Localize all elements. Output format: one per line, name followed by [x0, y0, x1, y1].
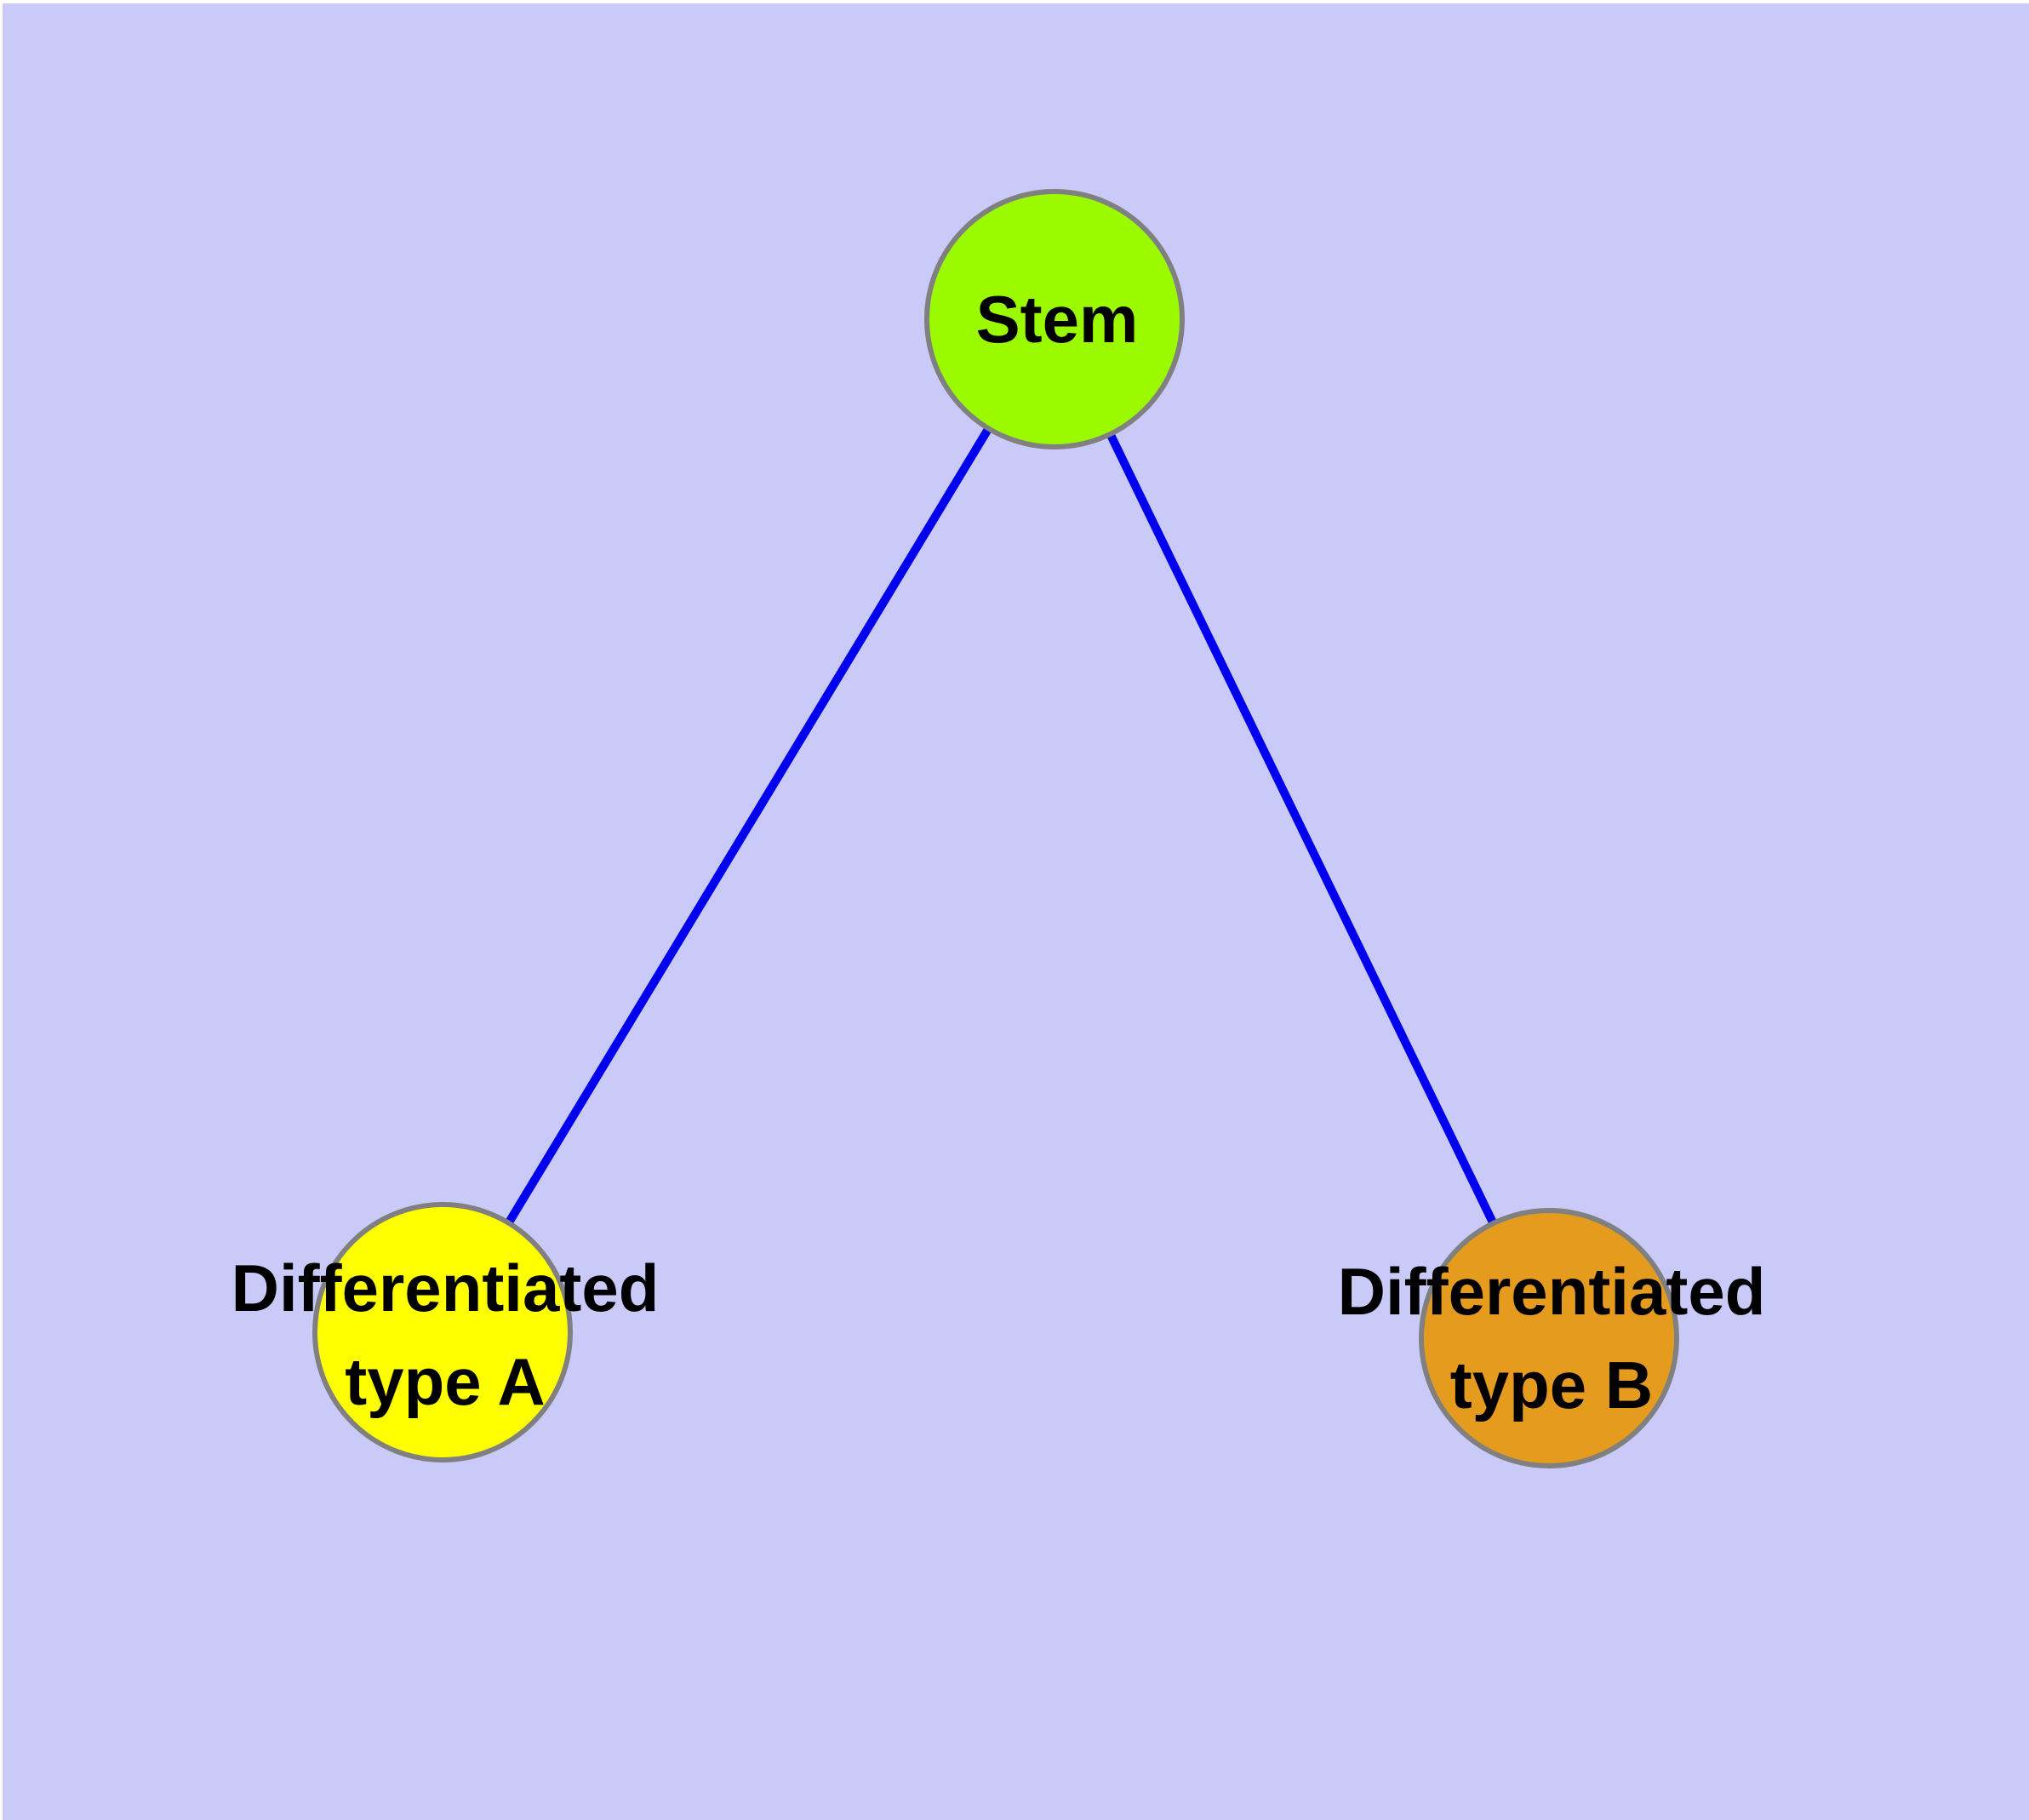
node-type-a-label: Differentiated type A [122, 1241, 769, 1428]
edge-layer [438, 317, 1553, 1341]
edge-stem-to-type-a [438, 317, 1059, 1335]
node-type-b-label: Differentiated type B [1228, 1245, 1875, 1432]
label-line: Differentiated [1337, 1254, 1766, 1329]
node-differentiated-type-a [312, 1202, 573, 1462]
node-stem-label: Stem [802, 272, 1312, 366]
node-differentiated-type-b [1419, 1208, 1679, 1468]
edge-stem-to-type-b [1050, 317, 1553, 1341]
node-stem [924, 189, 1185, 449]
label-line: Stem [975, 282, 1139, 357]
label-line: type A [345, 1344, 546, 1419]
label-line: Differentiated [231, 1251, 660, 1325]
label-line: type B [1449, 1348, 1654, 1422]
diagram-canvas: Stem Differentiated type A Differentiate… [3, 3, 2029, 1820]
